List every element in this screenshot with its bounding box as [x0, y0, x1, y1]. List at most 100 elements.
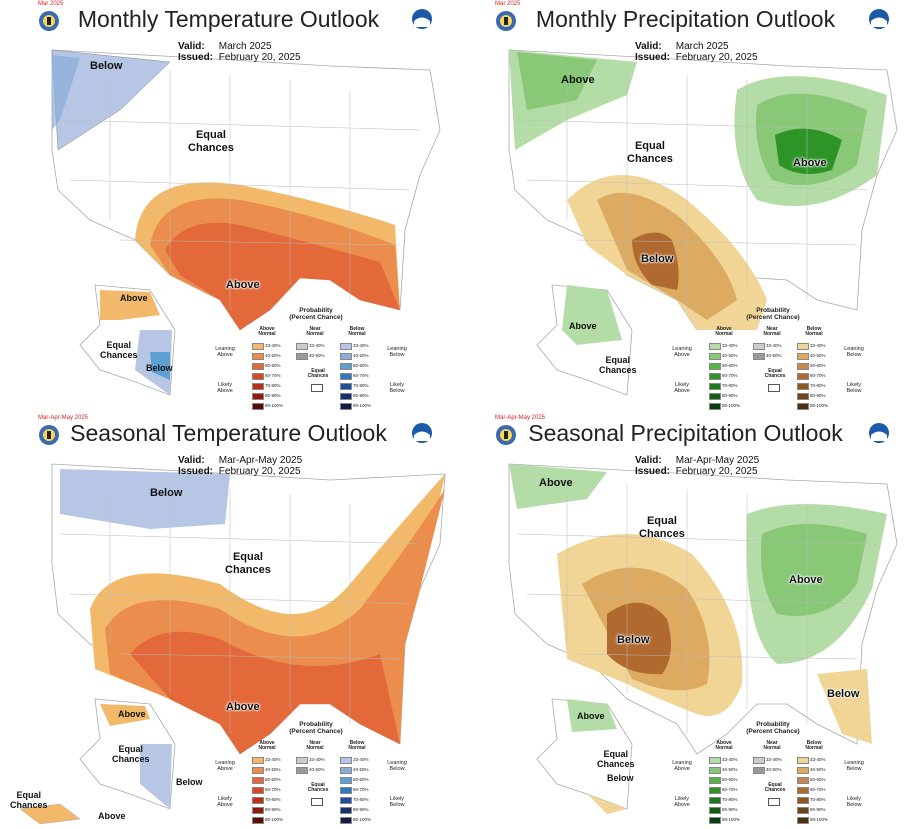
- legend-swatch-left: [252, 343, 264, 350]
- legend-swatch-near: [753, 343, 765, 350]
- ak-label-equal: Equal Chances: [112, 744, 150, 764]
- legend-swatch-left: [709, 757, 721, 764]
- probability-legend: Probability (Percent Chance)Above Normal…: [669, 297, 869, 413]
- legend-swatch-right: [797, 353, 809, 360]
- seasonal-precipitation-panel: Mar-Apr-May 2025 Seasonal Precipitation …: [457, 414, 914, 828]
- legend-bin-left: 90-100%: [722, 402, 741, 408]
- legend-bin-near: 40-50%: [309, 352, 325, 358]
- legend-bin-near: 33-40%: [309, 756, 325, 762]
- legend-bin-right: 50-60%: [810, 362, 826, 368]
- noaa-logo-icon: [412, 9, 432, 29]
- legend-swatch-left: [709, 373, 721, 380]
- legend-bin-left: 80-90%: [722, 392, 738, 398]
- legend-bin-right: 90-100%: [810, 402, 829, 408]
- legend-swatch-near: [296, 757, 308, 764]
- region-label-below: Below: [641, 253, 674, 265]
- noaa-logo-icon: [412, 423, 432, 443]
- legend-swatch-right: [340, 807, 352, 814]
- legend-bin-left: 50-60%: [265, 776, 281, 782]
- monthly-precipitation-panel: Mar 2025 Monthly Precipitation Outlook V…: [457, 0, 914, 414]
- legend-swatch-left: [709, 777, 721, 784]
- legend-likely-right: Likely Below: [389, 382, 405, 394]
- legend-col-above: Above Normal: [715, 326, 733, 337]
- cpc-logo-icon: [39, 425, 59, 445]
- noaa-logo-icon: [869, 9, 889, 29]
- legend-swatch-right: [340, 353, 352, 360]
- legend-swatch-left: [709, 363, 721, 370]
- legend-bin-right: 70-80%: [810, 382, 826, 388]
- legend-leaning-right: Leaning Below: [387, 346, 407, 358]
- valid-label: Valid:: [635, 455, 662, 466]
- legend-bin-left: 60-70%: [722, 786, 738, 792]
- legend-bin-left: 50-60%: [722, 362, 738, 368]
- legend-bin-near: 33-40%: [309, 342, 325, 348]
- legend-swatch-near: [753, 757, 765, 764]
- legend-bin-left: 80-90%: [265, 806, 281, 812]
- legend-swatch-right: [797, 363, 809, 370]
- legend-swatch-left: [252, 353, 264, 360]
- legend-col-near: Near Normal: [763, 740, 781, 751]
- legend-swatch-right: [797, 797, 809, 804]
- legend-swatch-left: [709, 797, 721, 804]
- legend-swatch-left: [709, 353, 721, 360]
- legend-swatch-right: [340, 767, 352, 774]
- legend-bin-left: 90-100%: [265, 402, 284, 408]
- legend-col-below: Below Normal: [805, 740, 823, 751]
- legend-bin-right: 70-80%: [353, 382, 369, 388]
- period-tag: Mar-Apr-May 2025: [38, 415, 89, 421]
- legend-bin-near: 33-40%: [766, 342, 782, 348]
- noaa-logo-icon: [869, 423, 889, 443]
- legend-bin-right: 33-40%: [353, 756, 369, 762]
- legend-swatch-left: [252, 383, 264, 390]
- legend-likely-left: Likely Above: [674, 382, 690, 394]
- legend-bin-left: 50-60%: [722, 776, 738, 782]
- legend-col-below: Below Normal: [348, 740, 366, 751]
- seasonal-temperature-panel: Mar-Apr-May 2025 Seasonal Temperature Ou…: [0, 414, 457, 828]
- seasonal-temperature-map: [19, 463, 446, 825]
- legend-bin-right: 80-90%: [810, 392, 826, 398]
- hi-label-equal: Equal Chances: [10, 790, 48, 810]
- legend-bin-right: 60-70%: [810, 372, 826, 378]
- seasonal-precipitation-map: [508, 463, 898, 814]
- legend-col-near: Near Normal: [763, 326, 781, 337]
- valid-value: Mar-Apr-May 2025: [675, 455, 760, 466]
- valid-label: Valid:: [178, 455, 205, 466]
- legend-bin-right: 70-80%: [810, 796, 826, 802]
- issued-value: February 20, 2025: [675, 52, 758, 63]
- legend-bin-right: 40-50%: [810, 352, 826, 358]
- panel-title: Seasonal Temperature Outlook: [70, 420, 387, 446]
- legend-swatch-left: [252, 757, 264, 764]
- legend-leaning-left: Leaning Above: [672, 760, 692, 772]
- legend-swatch-left: [252, 767, 264, 774]
- region-label-below: Below: [90, 60, 123, 72]
- legend-swatch-right: [340, 363, 352, 370]
- issued-label: Issued:: [178, 466, 214, 477]
- issued-value: February 20, 2025: [218, 52, 301, 63]
- legend-likely-left: Likely Above: [217, 382, 233, 394]
- legend-swatch-near: [296, 343, 308, 350]
- legend-bin-left: 80-90%: [265, 392, 281, 398]
- legend-swatch-right: [340, 777, 352, 784]
- legend-bin-right: 33-40%: [353, 342, 369, 348]
- legend-leaning-right: Leaning Below: [844, 346, 864, 358]
- legend-bin-right: 40-50%: [353, 766, 369, 772]
- legend-leaning-right: Leaning Below: [844, 760, 864, 772]
- legend-bin-right: 50-60%: [810, 776, 826, 782]
- region-label-below-fl: Below: [827, 688, 860, 700]
- legend-bin-right: 33-40%: [810, 342, 826, 348]
- region-label-above-gl: Above: [793, 157, 827, 169]
- legend-bin-right: 33-40%: [810, 756, 826, 762]
- legend-bin-left: 33-40%: [722, 756, 738, 762]
- legend-swatch-near: [296, 767, 308, 774]
- legend-equal-chances-label: Equal Chances: [764, 782, 786, 793]
- legend-bin-left: 60-70%: [265, 786, 281, 792]
- issued-value: February 20, 2025: [675, 466, 758, 477]
- valid-label: Valid:: [178, 41, 205, 52]
- legend-equal-chances-label: Equal Chances: [307, 368, 329, 379]
- legend-swatch-left: [252, 807, 264, 814]
- legend-swatch-right: [340, 383, 352, 390]
- probability-legend: Probability (Percent Chance)Above Normal…: [212, 711, 412, 827]
- legend-swatch-right: [797, 817, 809, 824]
- legend-swatch-left: [709, 817, 721, 824]
